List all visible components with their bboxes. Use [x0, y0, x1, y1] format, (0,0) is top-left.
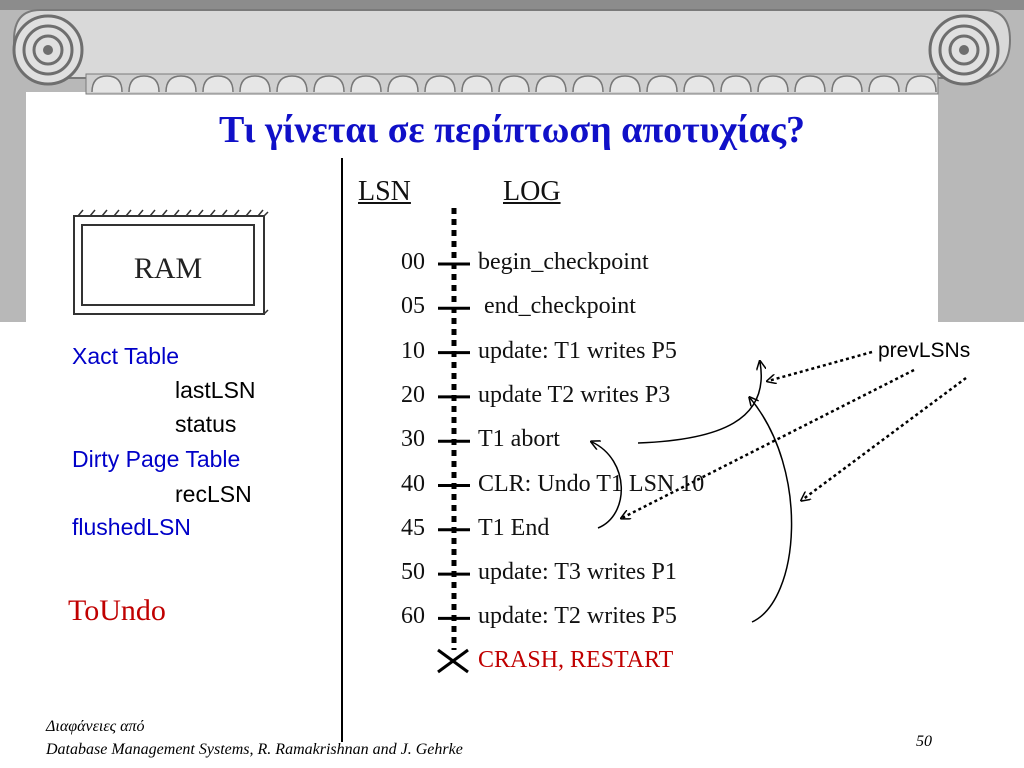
egg-ornament [350, 75, 382, 93]
egg-ornament [202, 75, 234, 93]
egg-ornament [794, 75, 826, 93]
log-entry-6: T1 End [478, 514, 550, 541]
prev-lsns-label: prevLSNs [878, 339, 971, 362]
pointer-3 [802, 376, 967, 500]
footer-credit-line1: Διαφάνειες από [46, 718, 145, 735]
xact-table-label: Xact Table [72, 343, 179, 369]
ram-label: RAM [133, 252, 203, 285]
egg-ornament [609, 75, 641, 93]
egg-ornament [757, 75, 789, 93]
rec-lsn-label: recLSN [175, 481, 252, 507]
log-header: LOG [503, 176, 561, 207]
slide-title: Τι γίνεται σε περίπτωση αποτυχίας? [219, 109, 805, 151]
egg-ornament [646, 75, 678, 93]
egg-ornament [868, 75, 900, 93]
egg-ornament [91, 75, 123, 93]
log-lsn-6: 45 [401, 514, 425, 541]
egg-ornament [313, 75, 345, 93]
log-entry-3: update T2 writes P3 [478, 381, 671, 408]
log-entry-4: T1 abort [478, 426, 560, 453]
left-volute-icon [12, 14, 84, 86]
prevlsn-arrows [592, 350, 967, 623]
egg-ornament [387, 75, 419, 93]
egg-ornament [276, 75, 308, 93]
egg-ornament [720, 75, 752, 93]
egg-ornament [535, 75, 567, 93]
log-lsn-4: 30 [401, 426, 425, 453]
pointer-2 [622, 368, 915, 518]
arrow-45-to-30 [592, 442, 622, 529]
arrow-30-to-10 [637, 362, 761, 444]
footer-credit-line2: Database Management Systems, R. Ramakris… [46, 741, 463, 758]
content-panel [0, 322, 1024, 768]
flushed-lsn-label: flushedLSN [72, 514, 191, 540]
arrow-60-to-20 [750, 398, 793, 623]
right-volute-icon [928, 14, 1000, 86]
log-lsn-2: 10 [401, 337, 425, 364]
crash-restart-text: CRASH, RESTART [478, 647, 674, 673]
page-number: 50 [916, 733, 932, 750]
egg-ornament [683, 75, 715, 93]
log-entry-2: update: T1 writes P5 [478, 337, 677, 364]
egg-ornament [831, 75, 863, 93]
status-label: status [175, 411, 237, 437]
column-capital [0, 0, 1024, 95]
log-entry-8: update: T2 writes P5 [478, 603, 677, 630]
egg-ornament [239, 75, 271, 93]
log-entry-0: begin_checkpoint [478, 249, 649, 275]
to-undo-label: ToUndo [68, 594, 166, 627]
crash-x-icon [437, 648, 469, 674]
egg-ornament [128, 75, 160, 93]
egg-ornament [424, 75, 456, 93]
log-timeline [437, 208, 470, 674]
log-lsn-1: 05 [401, 293, 425, 320]
egg-ornament [905, 75, 937, 93]
last-lsn-label: lastLSN [175, 377, 256, 403]
log-lsn-8: 60 [401, 603, 425, 630]
log-lsn-7: 50 [401, 559, 425, 586]
ram-box [73, 209, 269, 315]
log-lsn-5: 40 [401, 470, 425, 497]
log-lsn-3: 20 [401, 381, 425, 408]
log-entry-5: CLR: Undo T1 LSN 10 [478, 470, 705, 497]
egg-ornament [461, 75, 493, 93]
log-entry-7: update: T3 writes P1 [478, 559, 677, 586]
egg-ornament [165, 75, 197, 93]
egg-ornament [572, 75, 604, 93]
lsn-header: LSN [358, 176, 411, 207]
log-entry-1: end_checkpoint [478, 293, 636, 320]
dirty-page-table-label: Dirty Page Table [72, 446, 241, 472]
egg-ornament [498, 75, 530, 93]
log-lsn-0: 00 [401, 249, 425, 275]
